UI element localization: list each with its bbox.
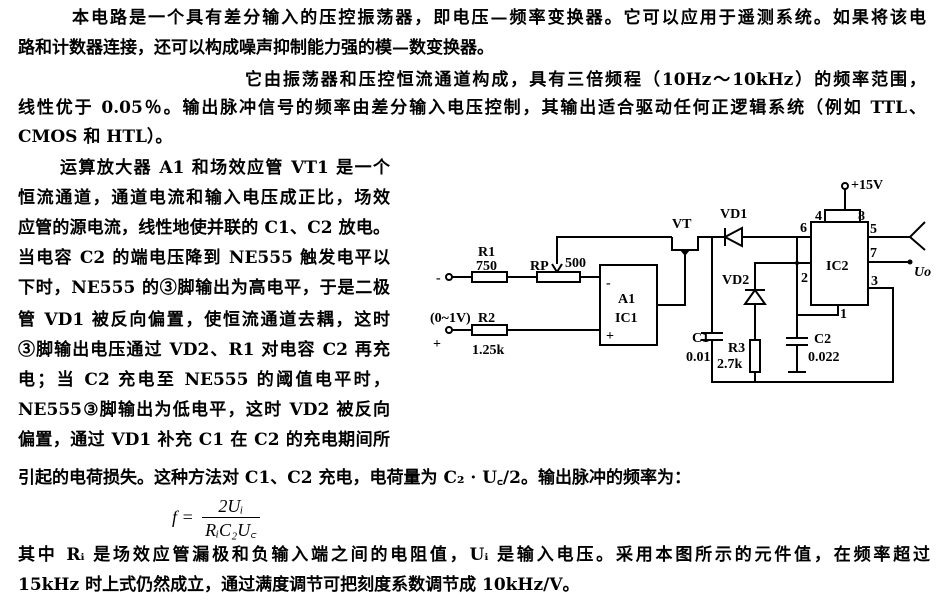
operation-line-5: 下时，NE555 的③脚输出为高电平，于是二极 bbox=[18, 278, 390, 298]
conclusion-line-1: 其中 Rᵢ 是场效应管漏极和负输入端之间的电阻值，Uᵢ 是输入电压。采用本图所示… bbox=[18, 545, 930, 565]
c1-label: C1 bbox=[692, 331, 709, 346]
structure-line-3: CMOS 和 HTL）。 bbox=[18, 127, 173, 147]
rp-value: 500 bbox=[565, 256, 586, 271]
operation-line-7: ③脚输出电压通过 VD2、R1 对电容 C2 再充 bbox=[18, 340, 390, 360]
operation-line-8: 电；当 C2 充电至 NE555 的阈值电平时， bbox=[18, 370, 390, 390]
minus-input-terminal bbox=[445, 273, 453, 281]
c2-label: C2 bbox=[814, 332, 831, 347]
junction-dot bbox=[795, 261, 799, 265]
c2-value: 0.022 bbox=[808, 350, 840, 365]
formula-fraction: 2Uᵢ RᵢC₂U꜀ bbox=[202, 496, 260, 542]
a1-plus-pin: + bbox=[606, 329, 614, 344]
vd1-diode bbox=[722, 226, 743, 248]
c2-capacitor bbox=[786, 237, 839, 373]
vt-transistor bbox=[671, 236, 712, 251]
formula-denominator: RᵢC₂U꜀ bbox=[205, 520, 257, 540]
plus-input-terminal bbox=[445, 326, 453, 334]
r3-value: 2.7k bbox=[717, 357, 743, 372]
rp-wiper-wire bbox=[551, 236, 672, 273]
frequency-formula: f = 2Uᵢ RᵢC₂U꜀ bbox=[172, 496, 260, 542]
pin5-antenna bbox=[868, 221, 926, 251]
rp-potentiometer bbox=[536, 271, 581, 283]
r1-label: R1 bbox=[478, 245, 495, 260]
vd2-diode bbox=[743, 288, 767, 305]
vt-label: VT bbox=[672, 217, 692, 232]
formula-lhs: f = bbox=[172, 507, 194, 528]
operation-line-4: 当电容 C2 的端电压降到 NE555 触发电平以 bbox=[18, 248, 390, 268]
operation-line-9: NE555③脚输出为低电平，这时 VD2 被反向 bbox=[18, 400, 390, 420]
structure-line-1: 它由振荡器和压控恒流通道构成，具有三倍频程（10Hz～10kHz）的频率范围， bbox=[245, 70, 926, 90]
operation-line-1: 运算放大器 A1 和场效应管 VT1 是一个 bbox=[60, 158, 390, 178]
r2-label: R2 bbox=[478, 311, 495, 326]
c1-value: 0.01 bbox=[686, 350, 711, 365]
pin-4: 4 bbox=[815, 209, 822, 224]
pin-6: 6 bbox=[800, 221, 807, 236]
r2-resistor bbox=[471, 324, 508, 336]
r3-label: R3 bbox=[728, 341, 745, 356]
operation-line-11: 引起的电荷损失。这种方法对 C1、C2 充电，电荷量为 C₂ · U꜀/2。输出… bbox=[18, 468, 691, 488]
ic2-timer bbox=[810, 221, 869, 306]
output-terminal bbox=[907, 259, 913, 265]
conclusion-line-2: 15kHz 时上式仍然成立，通过满度调节可把刻度系数调节成 10kHz/V。 bbox=[18, 575, 580, 595]
vt-gate-arrow bbox=[680, 250, 690, 256]
vcc-wire bbox=[824, 188, 861, 222]
pin-1: 1 bbox=[840, 307, 847, 322]
minus-input-sign: - bbox=[436, 271, 441, 286]
vd2-label: VD2 bbox=[722, 273, 749, 288]
intro-line-1: 本电路是一个具有差分输入的压控振荡器，即电压—频率变换器。它可以应用于遥测系统。… bbox=[72, 8, 926, 28]
c1-capacitor bbox=[701, 237, 894, 383]
pin-8: 8 bbox=[858, 209, 865, 224]
operation-line-2: 恒流通道，通道电流和输入电压成正比，场效 bbox=[18, 188, 390, 208]
vd1-label: VD1 bbox=[720, 207, 747, 222]
vcc-label: +15V bbox=[851, 178, 883, 193]
a1-minus-pin: - bbox=[606, 276, 611, 291]
plus-input-sign: + bbox=[433, 337, 441, 352]
vcc-terminal bbox=[841, 182, 849, 190]
r3-resistor bbox=[749, 339, 761, 373]
pin-5: 5 bbox=[870, 222, 877, 237]
rp-label: RP bbox=[530, 259, 549, 274]
pin-7: 7 bbox=[870, 246, 877, 261]
operation-line-10: 偏置，通过 VD1 补充 C1 在 C2 的充电期间所 bbox=[18, 430, 390, 450]
ic2-label: IC2 bbox=[826, 259, 849, 274]
operation-line-3: 应管的源电流，线性地使并联的 C1、C2 放电。 bbox=[18, 218, 390, 238]
intro-line-2: 路和计数器连接，还可以构成噪声抑制能力强的模—数变换器。 bbox=[18, 38, 494, 58]
output-label: Uo bbox=[914, 265, 931, 280]
pin-3: 3 bbox=[871, 274, 878, 289]
structure-line-2: 线性优于 0.05％。输出脉冲信号的频率由差分输入电压控制，其输出适合驱动任何正… bbox=[18, 98, 926, 118]
formula-numerator: 2Uᵢ bbox=[202, 496, 260, 518]
r1-value: 750 bbox=[476, 259, 497, 274]
a1-label: A1 bbox=[618, 292, 635, 307]
pin-2: 2 bbox=[801, 271, 808, 286]
input-range-label: (0~1V) bbox=[430, 311, 471, 326]
ic1-label: IC1 bbox=[615, 311, 638, 326]
gate-wire bbox=[657, 253, 686, 306]
r2-value: 1.25k bbox=[472, 343, 505, 358]
operation-line-6: 管 VD1 被反向偏置，使恒流通道去耦，这时 bbox=[18, 310, 390, 330]
r1-resistor bbox=[471, 271, 508, 283]
